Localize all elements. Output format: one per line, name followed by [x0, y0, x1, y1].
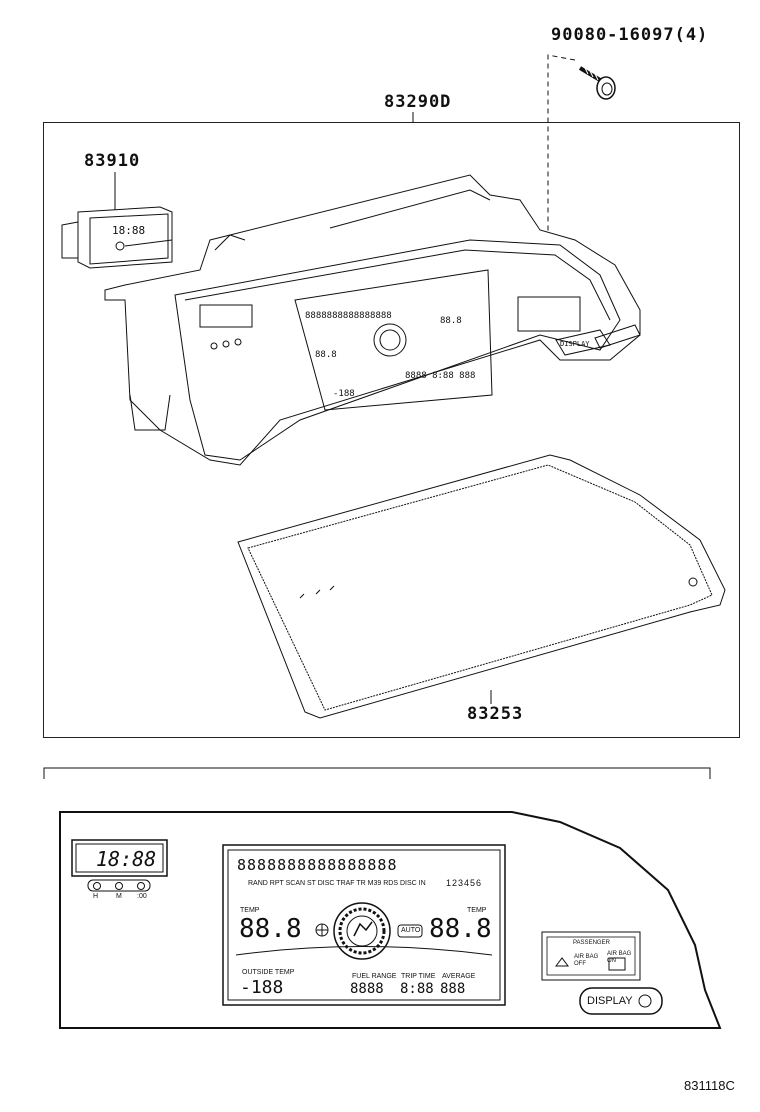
auto-label: AUTO — [401, 927, 421, 934]
average-value: 888 — [440, 981, 466, 997]
svg-text:8888888888888888: 8888888888888888 — [305, 311, 392, 321]
display-button[interactable]: DISPLAY — [587, 995, 633, 1007]
meter-assembly-texts: 8888888888888888 88.8 88.8 -188 8888 8:8… — [305, 311, 590, 399]
bolt-icon — [578, 65, 616, 100]
trip-time-label: TRIP TIME — [401, 973, 436, 980]
fuel-range-value: 8888 — [350, 981, 384, 997]
upper-frame — [43, 122, 740, 738]
clock-digits: 18:88 — [96, 847, 157, 871]
outside-temp-label: OUTSIDE TEMP — [242, 969, 295, 976]
airbag-off-indicator: AIR BAG OFF — [574, 954, 599, 967]
svg-text:-188: -188 — [333, 389, 355, 399]
passenger-label: PASSENGER — [573, 940, 610, 946]
svg-text:8888 8:88 888: 8888 8:88 888 — [405, 371, 475, 381]
temp-label-right: TEMP — [467, 907, 487, 914]
temp-left-value: 88.8 — [239, 914, 302, 944]
clock-module-icon: 18:88 — [61, 206, 173, 269]
airbag-on-indicator: AIR BAG ON — [607, 951, 632, 964]
clock-button-00[interactable]: :00 — [137, 893, 147, 900]
svg-text:88.8: 88.8 — [315, 350, 337, 360]
average-label: AVERAGE — [442, 973, 476, 980]
lens-part-number: 83253 — [467, 704, 524, 724]
fuel-range-label: FUEL RANGE — [352, 973, 397, 980]
temp-right-value: 88.8 — [429, 914, 492, 944]
lens-icon — [237, 454, 726, 719]
segment-row: 8888888888888888 — [237, 856, 398, 874]
svg-text:88.8: 88.8 — [440, 316, 462, 326]
temp-label-left: TEMP — [240, 907, 260, 914]
audio-indicator-row: RAND RPT SCAN ST DISC TRAF TR M39 RDS DI… — [248, 880, 426, 887]
meter-assembly-icon — [104, 174, 641, 466]
disc-numbers: 123456 — [446, 878, 483, 888]
svg-text:18:88: 18:88 — [112, 224, 145, 237]
outside-temp-value: -188 — [240, 977, 284, 998]
bolt-part-number: 90080-16097(4) — [551, 25, 709, 45]
catalog-code: 831118C — [684, 1078, 735, 1093]
trip-time-value: 8:88 — [400, 981, 434, 997]
clock-button-m[interactable]: M — [116, 893, 122, 900]
svg-text:DISPLAY: DISPLAY — [560, 340, 590, 348]
assembly-part-number: 83290D — [384, 92, 452, 112]
clock-part-number: 83910 — [84, 151, 141, 171]
clock-button-h[interactable]: H — [93, 893, 99, 900]
